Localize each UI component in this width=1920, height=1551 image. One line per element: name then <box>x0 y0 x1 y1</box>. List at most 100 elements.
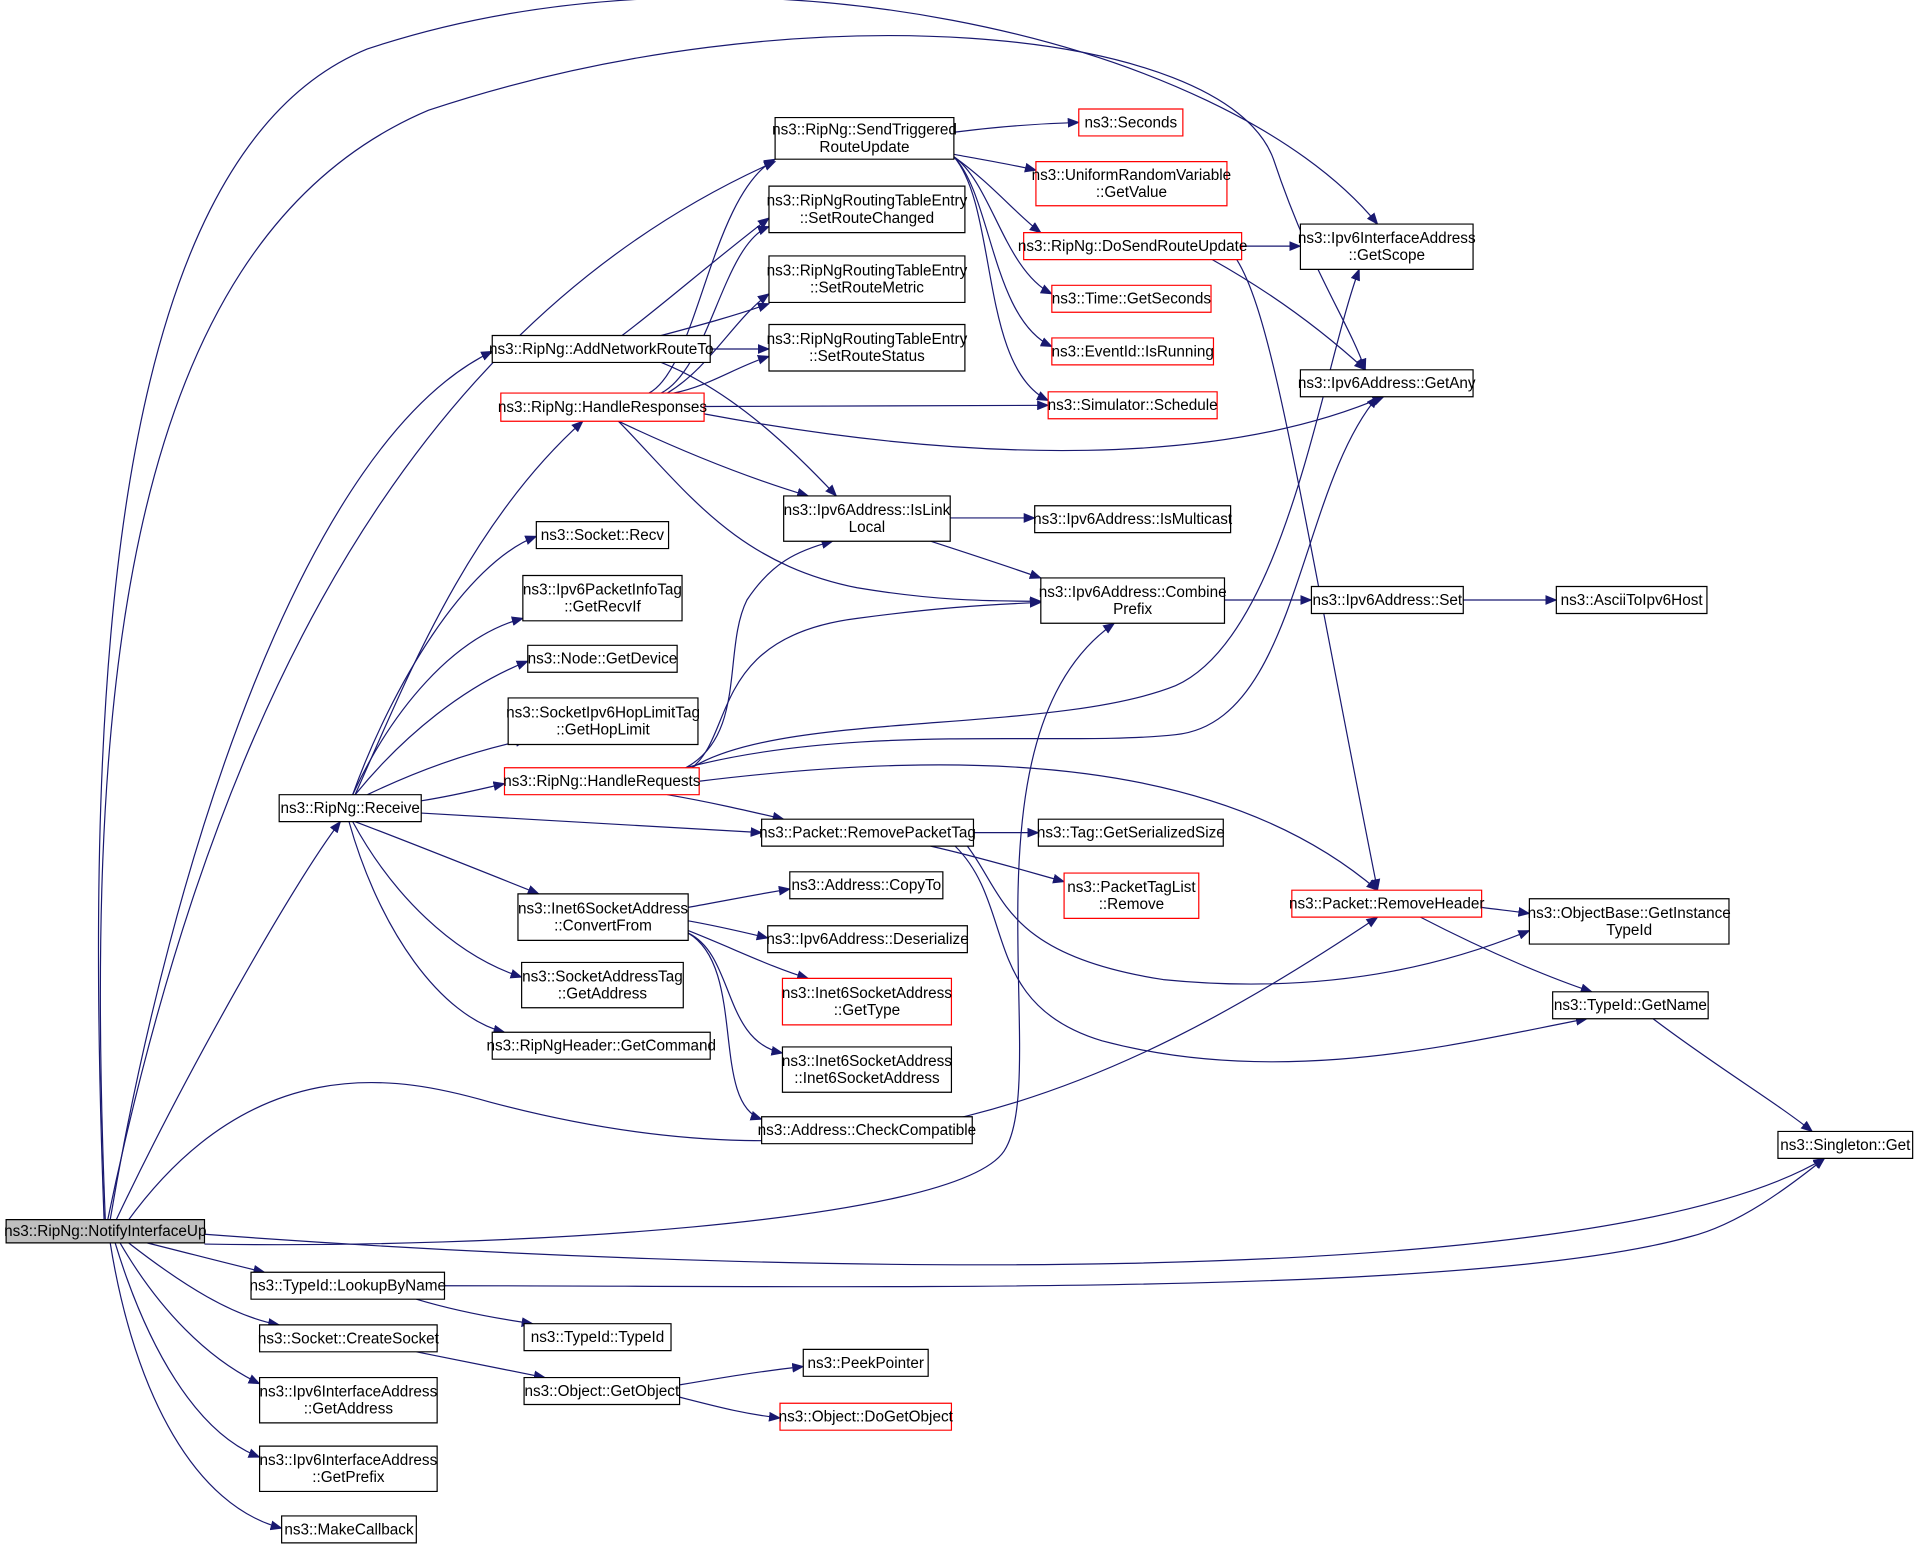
node-handleRequests[interactable]: ns3::RipNg::HandleRequests <box>503 768 701 795</box>
node-box <box>492 336 710 363</box>
node-ifaceGetScope[interactable]: ns3::Ipv6InterfaceAddress::GetScope <box>1298 224 1476 269</box>
node-box <box>769 324 965 371</box>
node-box <box>536 522 668 549</box>
edge-handleRequests-to-combinePrefix <box>692 597 1043 767</box>
edge-convertFrom-to-inet6Ctor <box>688 933 784 1056</box>
node-getRecvIf[interactable]: ns3::Ipv6PacketInfoTag::GetRecvIf <box>523 576 682 621</box>
node-label: ::GetScope <box>1348 247 1425 264</box>
node-typeIdTypeId[interactable]: ns3::TypeId::TypeId <box>524 1324 671 1351</box>
edge-receive-to-handleResponses <box>355 420 584 794</box>
node-label: ns3::Ipv6Address::Deserialize <box>766 931 968 948</box>
node-receive[interactable]: ns3::RipNg::Receive <box>279 795 421 822</box>
node-label: ns3::Time::GetSeconds <box>1052 291 1212 308</box>
node-box <box>780 1403 951 1430</box>
node-label: ns3::Object::DoGetObject <box>779 1409 954 1426</box>
node-addNetworkRouteTo[interactable]: ns3::RipNg::AddNetworkRouteTo <box>489 336 713 363</box>
edge-sendTriggered-to-seconds <box>954 117 1080 132</box>
node-label: ns3::Socket::CreateSocket <box>258 1330 440 1347</box>
node-tagGetSerializedSize[interactable]: ns3::Tag::GetSerializedSize <box>1037 819 1225 846</box>
node-inet6Ctor[interactable]: ns3::Inet6SocketAddress::Inet6SocketAddr… <box>782 1047 952 1092</box>
node-makeCallback[interactable]: ns3::MakeCallback <box>282 1516 417 1543</box>
edge-root-to-removeHeader <box>113 916 1379 1243</box>
edge-convertFrom-to-inet6GetType <box>688 931 810 980</box>
edge-addNetworkRouteTo-to-setRouteChanged <box>622 217 770 336</box>
node-removeHeader[interactable]: ns3::Packet::RemoveHeader <box>1289 890 1485 917</box>
node-box <box>782 978 951 1025</box>
node-label: ::GetHopLimit <box>556 722 650 739</box>
node-label: ns3::PeekPointer <box>807 1355 924 1372</box>
node-label: ns3::Ipv6PacketInfoTag <box>523 581 682 598</box>
edge-createSocket-to-objectGetObject <box>416 1352 547 1381</box>
edge-sendTriggered-to-simSchedule <box>954 157 1050 401</box>
node-label: ::GetRecvIf <box>564 599 641 616</box>
node-setRouteMetric[interactable]: ns3::RipNgRoutingTableEntry::SetRouteMet… <box>767 256 968 303</box>
node-doGetObject[interactable]: ns3::Object::DoGetObject <box>779 1403 954 1430</box>
node-removePacketTag[interactable]: ns3::Packet::RemovePacketTag <box>759 819 976 846</box>
node-ifaceGetPrefix[interactable]: ns3::Ipv6InterfaceAddress::GetPrefix <box>260 1446 438 1491</box>
node-ipv6Set[interactable]: ns3::Ipv6Address::Set <box>1311 587 1463 614</box>
node-setRouteChanged[interactable]: ns3::RipNgRoutingTableEntry::SetRouteCha… <box>767 186 968 233</box>
node-inet6GetType[interactable]: ns3::Inet6SocketAddress::GetType <box>782 978 952 1025</box>
node-socketRecv[interactable]: ns3::Socket::Recv <box>536 522 668 549</box>
node-seconds[interactable]: ns3::Seconds <box>1079 109 1183 136</box>
edge-objectGetObject-to-peekPointer <box>680 1362 805 1385</box>
node-peekPointer[interactable]: ns3::PeekPointer <box>803 1349 928 1376</box>
node-convertFrom[interactable]: ns3::Inet6SocketAddress::ConvertFrom <box>518 894 688 941</box>
node-isMulticast[interactable]: ns3::Ipv6Address::IsMulticast <box>1033 506 1233 533</box>
node-box <box>1052 338 1214 365</box>
node-getCommand[interactable]: ns3::RipNgHeader::GetCommand <box>486 1032 716 1059</box>
node-timeGetSeconds[interactable]: ns3::Time::GetSeconds <box>1052 285 1212 312</box>
node-singletonGet[interactable]: ns3::Singleton::Get <box>1778 1131 1913 1158</box>
node-setRouteStatus[interactable]: ns3::RipNgRoutingTableEntry::SetRouteSta… <box>767 324 968 371</box>
node-label: ns3::ObjectBase::GetInstance <box>1528 905 1731 922</box>
edge-convertFrom-to-ipv6Deserialize <box>688 921 769 941</box>
node-box <box>1778 1131 1913 1158</box>
node-label: ns3::RipNgHeader::GetCommand <box>486 1038 716 1055</box>
node-asciiToIpv6Host[interactable]: ns3::AsciiToIpv6Host <box>1556 587 1707 614</box>
node-box <box>524 1324 671 1351</box>
node-addressCopyTo[interactable]: ns3::Address::CopyTo <box>790 872 943 899</box>
edge-lookupByName-to-typeIdTypeId <box>416 1299 534 1327</box>
node-getHopLimit[interactable]: ns3::SocketIpv6HopLimitTag::GetHopLimit <box>506 698 700 745</box>
edge-receive-to-removePacketTag <box>421 813 763 837</box>
node-label: ns3::RipNg::HandleRequests <box>503 773 701 790</box>
node-label: ns3::Packet::RemovePacketTag <box>759 825 976 842</box>
edge-addNetworkRouteTo-to-setRouteMetric <box>661 302 771 336</box>
node-box <box>1079 109 1183 136</box>
edge-root-to-addNetworkRouteTo <box>110 351 494 1219</box>
edge-handleResponses-to-combinePrefix <box>618 421 1043 607</box>
node-eventIsRunning[interactable]: ns3::EventId::IsRunning <box>1051 338 1213 365</box>
node-label: ns3::SocketAddressTag <box>522 968 683 985</box>
node-sockAddrTagGetAddress[interactable]: ns3::SocketAddressTag::GetAddress <box>522 962 684 1007</box>
node-ipv6Deserialize[interactable]: ns3::Ipv6Address::Deserialize <box>766 926 969 953</box>
node-createSocket[interactable]: ns3::Socket::CreateSocket <box>258 1325 440 1352</box>
node-ifaceGetAddress[interactable]: ns3::Ipv6InterfaceAddress::GetAddress <box>260 1378 438 1423</box>
node-uniformGetValue[interactable]: ns3::UniformRandomVariable::GetValue <box>1032 162 1232 206</box>
node-objectGetObject[interactable]: ns3::Object::GetObject <box>524 1378 680 1405</box>
node-box <box>523 576 682 621</box>
node-nodeGetDevice[interactable]: ns3::Node::GetDevice <box>528 645 678 672</box>
node-typeIdGetName[interactable]: ns3::TypeId::GetName <box>1553 992 1709 1019</box>
node-packetTagListRemove[interactable]: ns3::PacketTagList::Remove <box>1064 873 1199 918</box>
node-label: ns3::RipNgRoutingTableEntry <box>767 193 968 210</box>
node-box <box>6 1220 204 1243</box>
node-doSendRouteUpdate[interactable]: ns3::RipNg::DoSendRouteUpdate <box>1018 233 1248 260</box>
node-label: ns3::TypeId::GetName <box>1554 997 1707 1014</box>
node-label: ns3::Simulator::Schedule <box>1048 397 1218 414</box>
node-ipv6GetAny[interactable]: ns3::Ipv6Address::GetAny <box>1298 370 1476 397</box>
node-simSchedule[interactable]: ns3::Simulator::Schedule <box>1048 392 1218 419</box>
node-box <box>1038 819 1223 846</box>
node-box <box>522 962 684 1007</box>
edge-handleRequests-to-ifaceGetScope <box>692 268 1360 767</box>
edge-doSendRouteUpdate-to-ipv6GetAny <box>1212 260 1367 371</box>
node-box <box>260 1378 438 1423</box>
node-lookupByName[interactable]: ns3::TypeId::LookupByName <box>250 1272 446 1299</box>
node-label: ns3::RipNg::DoSendRouteUpdate <box>1018 238 1248 255</box>
node-handleResponses[interactable]: ns3::RipNg::HandleResponses <box>498 393 708 421</box>
node-checkCompatible[interactable]: ns3::Address::CheckCompatible <box>758 1117 977 1144</box>
